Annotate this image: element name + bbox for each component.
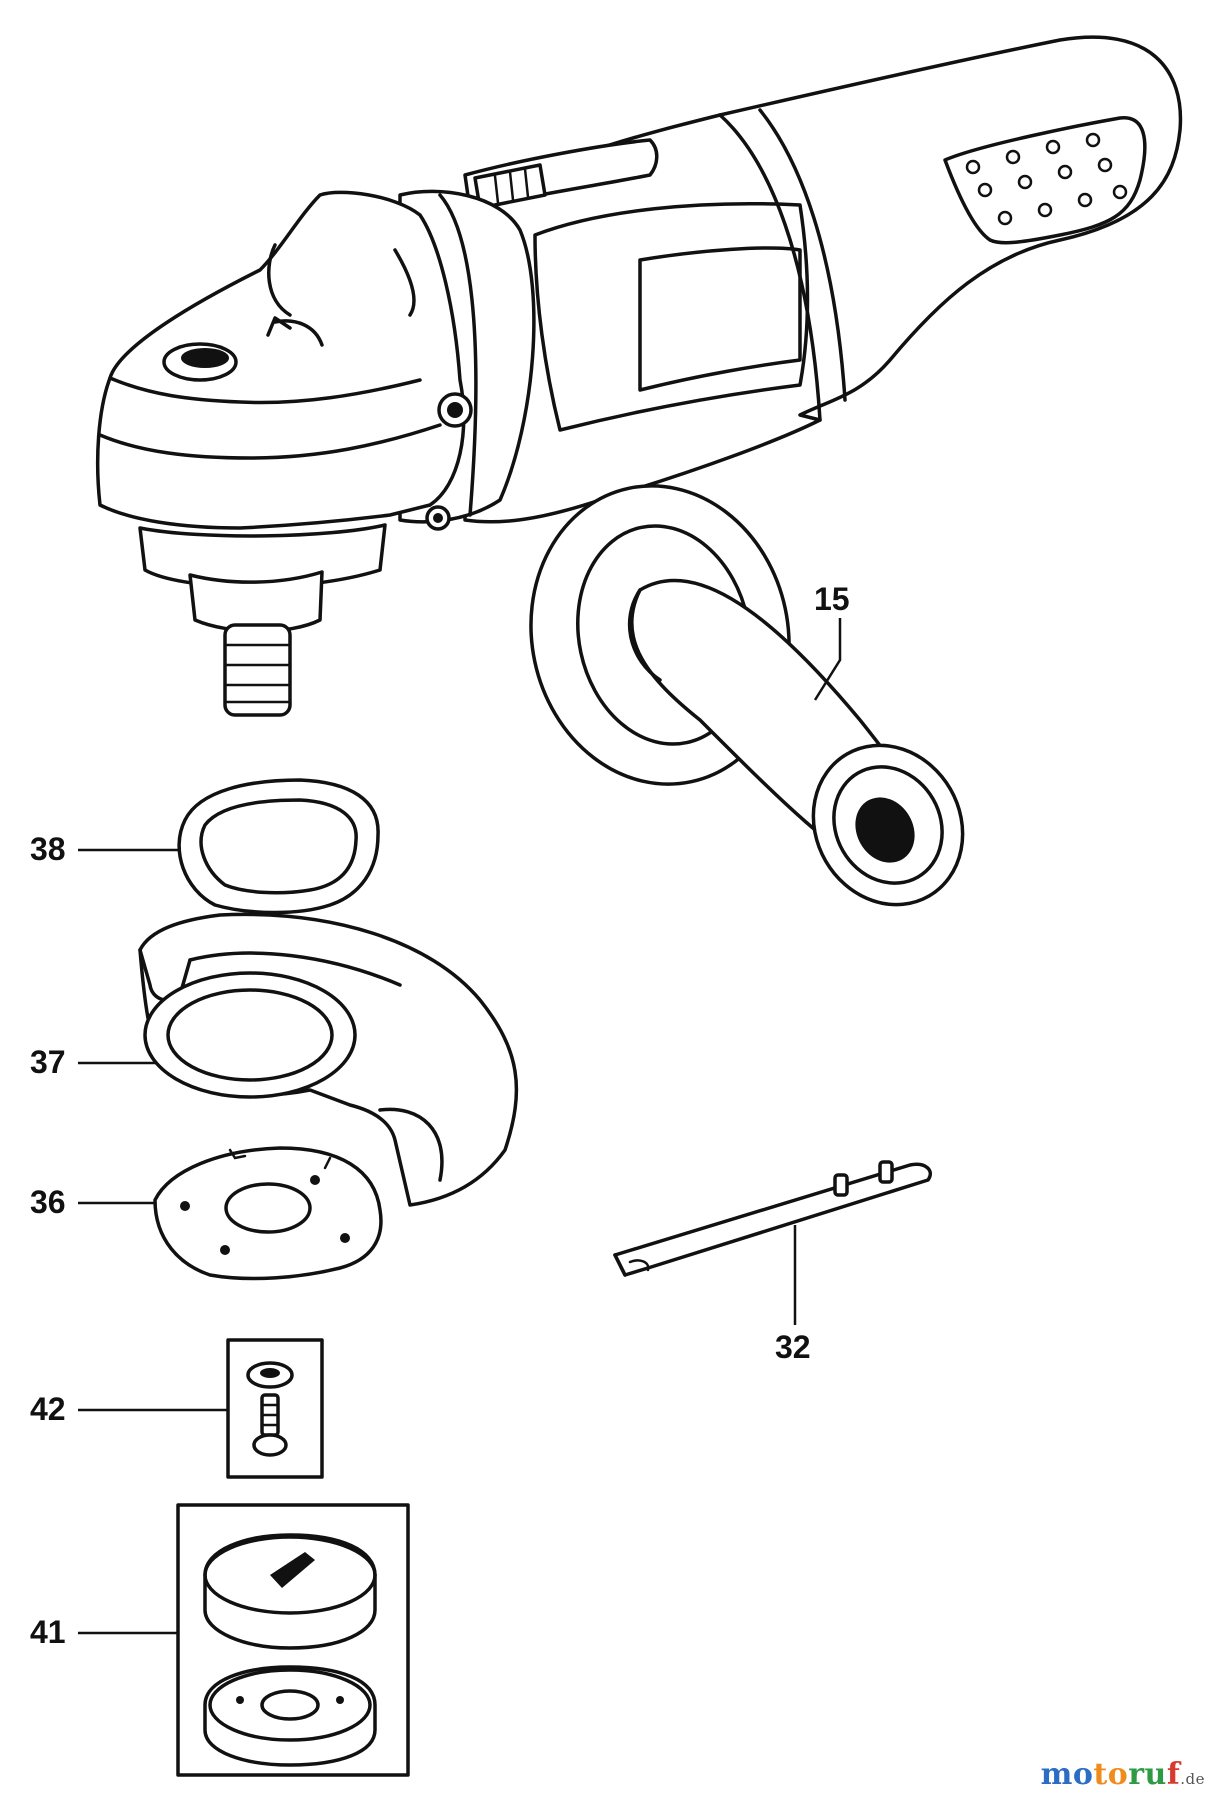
flange-ring — [177, 778, 380, 915]
callout-label-36: 36 — [30, 1184, 66, 1220]
side-handle — [529, 484, 965, 907]
callout-36: 36 — [30, 1184, 155, 1220]
flange-nut-set-box — [176, 1503, 410, 1777]
callout-32: 32 — [775, 1225, 811, 1365]
angle-grinder-body — [398, 35, 1183, 524]
screw-set-box — [226, 1338, 324, 1479]
callout-label-32: 32 — [775, 1329, 811, 1365]
callout-38: 38 — [30, 831, 180, 867]
callout-37: 37 — [30, 1044, 155, 1080]
grip-dots — [965, 132, 1128, 226]
gear-head — [95, 190, 473, 717]
motoruf-watermark-logo: motoruf.de — [1040, 1757, 1205, 1792]
wheel-guard — [138, 912, 519, 1207]
spanner-wrench — [613, 1160, 932, 1277]
callout-15: 15 — [813, 581, 850, 701]
callout-label-42: 42 — [30, 1391, 66, 1427]
callout-label-37: 37 — [30, 1044, 66, 1080]
callout-label-15: 15 — [814, 581, 850, 617]
backing-flange — [153, 1146, 383, 1281]
callout-label-38: 38 — [30, 831, 66, 867]
callout-label-41: 41 — [30, 1614, 66, 1650]
callout-42: 42 — [30, 1391, 228, 1427]
callout-41: 41 — [30, 1614, 178, 1650]
